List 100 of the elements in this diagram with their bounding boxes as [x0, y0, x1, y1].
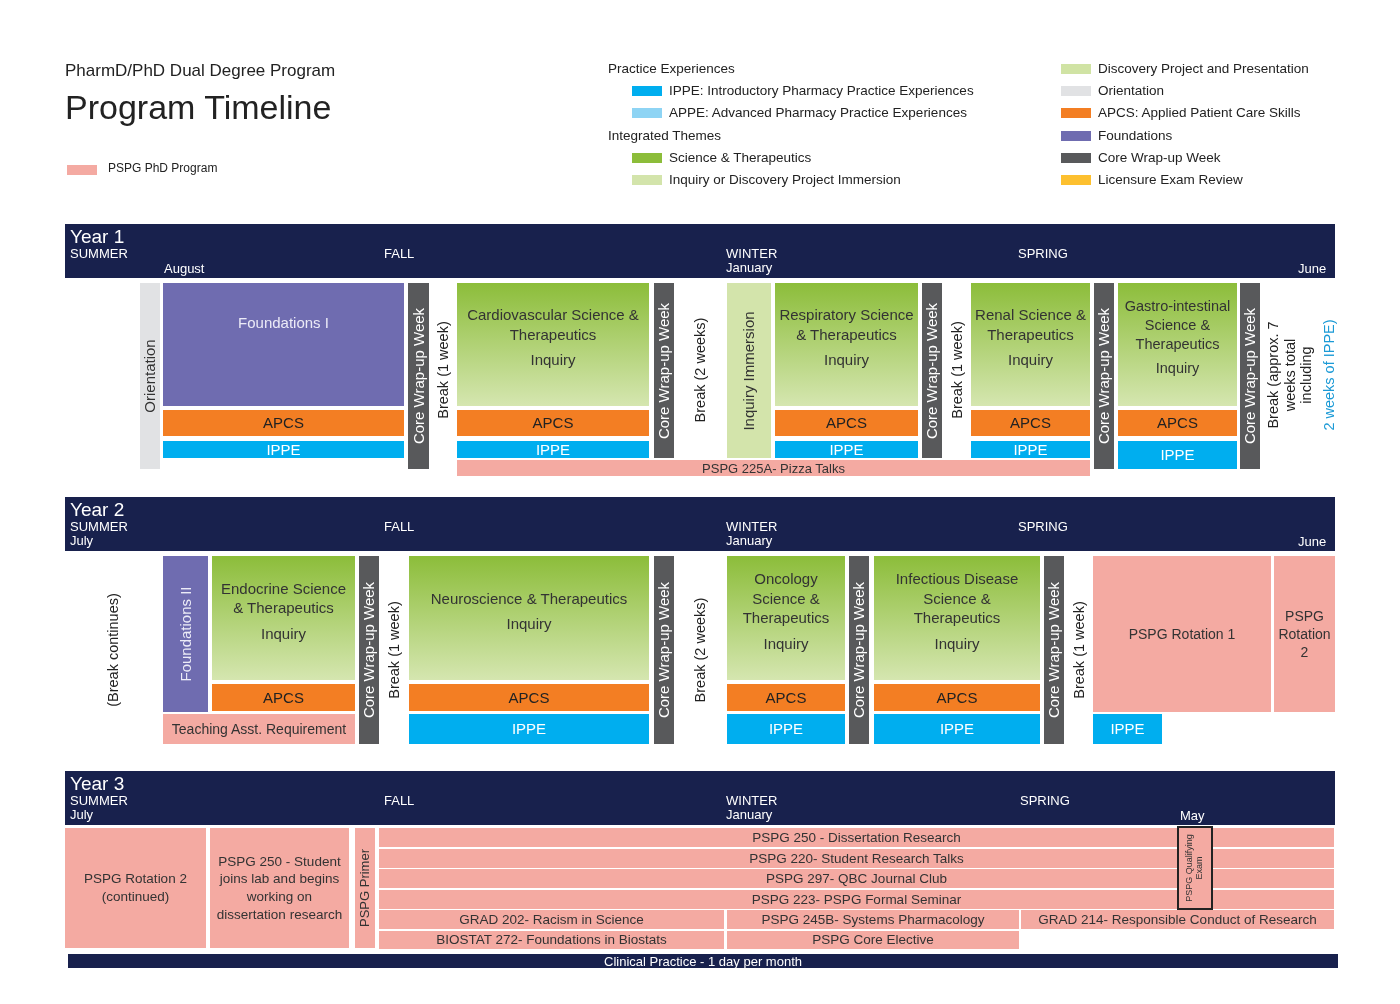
block-label: Neuroscience & Therapeutics	[430, 588, 628, 608]
pspg-course-bar	[163, 714, 355, 744]
wrap-up-week-bar	[654, 556, 674, 744]
block-label: IPPE	[511, 719, 547, 739]
pspg-course-bar	[355, 828, 375, 948]
term-label: SUMMER	[70, 247, 128, 260]
block-label: BIOSTAT 272- Foundations in Biostats	[436, 933, 667, 947]
block-label: Core Wrap-up Week	[923, 302, 941, 439]
ippe-bar	[409, 714, 649, 744]
legend-label: APCS: Applied Patient Care Skills	[1098, 105, 1301, 121]
block-label: Endocrine Science & Therapeutics	[219, 578, 348, 618]
course-block	[1118, 283, 1237, 406]
block-label: Inquiry	[824, 350, 869, 370]
block-label: Inquiry	[530, 350, 576, 370]
block-label: PSPG 250 - Student joins lab and begins working on dissertation research	[215, 852, 344, 924]
term-label: FALL	[384, 247, 415, 260]
block-label: APCS	[263, 413, 304, 433]
block-label: Inquiry Immersion	[740, 310, 758, 431]
block-label: PSPG 220- Student Research Talks	[749, 851, 964, 866]
pspg-course-bar	[1021, 910, 1334, 929]
title: Program Timeline	[65, 88, 332, 128]
term-label: July	[70, 534, 94, 547]
block-label: IPPE	[1160, 445, 1195, 465]
wrap-up-week-bar	[654, 283, 674, 458]
block-label: Foundations I	[238, 312, 329, 333]
block-label: APCS	[508, 687, 550, 708]
legend-label: Science & Therapeutics	[669, 150, 812, 166]
course-block	[775, 283, 918, 406]
block-label: PSPG 297- QBC Journal Club	[766, 871, 947, 886]
orientation-block	[140, 283, 160, 469]
legend-label: Discovery Project and Presentation	[1098, 61, 1309, 77]
term-label: SPRING	[1020, 794, 1070, 807]
block-label: Teaching Asst. Requirement	[171, 719, 347, 739]
block-label: APCS	[826, 413, 867, 433]
wrap-up-week-bar	[359, 556, 379, 744]
wrap-up-week-bar	[849, 556, 869, 744]
block-label: APCS	[936, 687, 978, 708]
block-label: IPPE	[1110, 719, 1145, 739]
wrap-up-week-bar	[1240, 283, 1260, 469]
course-block	[457, 283, 649, 406]
block-label: IPPE	[535, 442, 571, 457]
year-header-bar	[65, 771, 1335, 825]
block-label: Core Wrap-up Week	[1241, 307, 1259, 445]
ippe-bar	[971, 441, 1090, 458]
block-label: PSPG 223- PSPG Formal Seminar	[751, 892, 962, 907]
course-block	[727, 556, 845, 680]
term-label: WINTER	[726, 794, 778, 807]
ippe-bar	[727, 714, 845, 744]
ippe-bar	[1118, 441, 1237, 469]
year-label: Year 3	[70, 774, 125, 793]
term-label: SUMMER	[70, 794, 128, 807]
block-label: Core Wrap-up Week	[1045, 581, 1063, 719]
term-label: July	[70, 808, 94, 821]
legend-label: IPPE: Introductory Pharmacy Practice Experiences	[669, 83, 974, 99]
pspg-course-bar	[65, 828, 206, 948]
pspg-course-bar	[727, 931, 1019, 949]
block-label: Inquiry	[763, 633, 809, 653]
apcs-bar	[727, 684, 845, 711]
legend-label: Core Wrap-up Week	[1098, 150, 1221, 166]
apcs-bar	[409, 684, 649, 711]
wrap-up-week-bar	[1094, 283, 1114, 469]
inquiry-immersion-block	[727, 283, 771, 458]
term-label: June	[1298, 262, 1327, 275]
term-label: SPRING	[1018, 247, 1068, 260]
pspg-course-bar	[379, 931, 724, 949]
block-label: Cardiovascular Science & Therapeutics	[466, 305, 640, 345]
block-label: IPPE	[939, 719, 975, 739]
break-label: Break (approx. 7 weeks total including	[1265, 320, 1315, 431]
course-block	[409, 556, 649, 680]
block-label: PSPG Rotation 2 (continued)	[83, 870, 188, 906]
wrap-up-week-bar	[1044, 556, 1064, 744]
ippe-bar	[163, 441, 404, 458]
block-label: IPPE	[768, 719, 804, 739]
legend-label: Foundations	[1098, 128, 1173, 144]
subtitle: PharmD/PhD Dual Degree Program	[65, 61, 336, 81]
block-label: Gastro-intestinal Science & Therapeutics	[1123, 296, 1232, 354]
block-label: Inquiry	[261, 623, 306, 644]
pspg-course-bar	[210, 828, 349, 948]
block-label: IPPE	[1013, 442, 1048, 457]
block-label: Inquiry	[934, 633, 980, 653]
term-label: WINTER	[726, 520, 778, 533]
block-label: Orientation	[141, 339, 159, 413]
break-label: Break (2 weeks)	[691, 317, 709, 423]
qualifying-exam-box	[1177, 826, 1213, 910]
apcs-bar	[212, 684, 355, 711]
block-label: IPPE	[829, 442, 864, 457]
course-block	[971, 283, 1090, 406]
block-label: Foundations II	[177, 586, 194, 682]
legend-label: PSPG PhD Program	[108, 162, 218, 176]
block-label: PSPG Core Elective	[812, 933, 934, 947]
block-label: Inquiry	[506, 614, 552, 634]
apcs-bar	[1118, 410, 1237, 436]
block-label: PSPG 225A- Pizza Talks	[702, 461, 845, 475]
apcs-bar	[163, 410, 404, 436]
block-label: APCS	[1157, 413, 1198, 433]
pspg-course-bar	[1274, 556, 1335, 712]
block-label: IPPE	[266, 442, 301, 457]
clinical-practice-bar	[68, 954, 1338, 968]
term-label: August	[164, 262, 205, 275]
break-label: Break (1 week)	[1070, 601, 1088, 699]
